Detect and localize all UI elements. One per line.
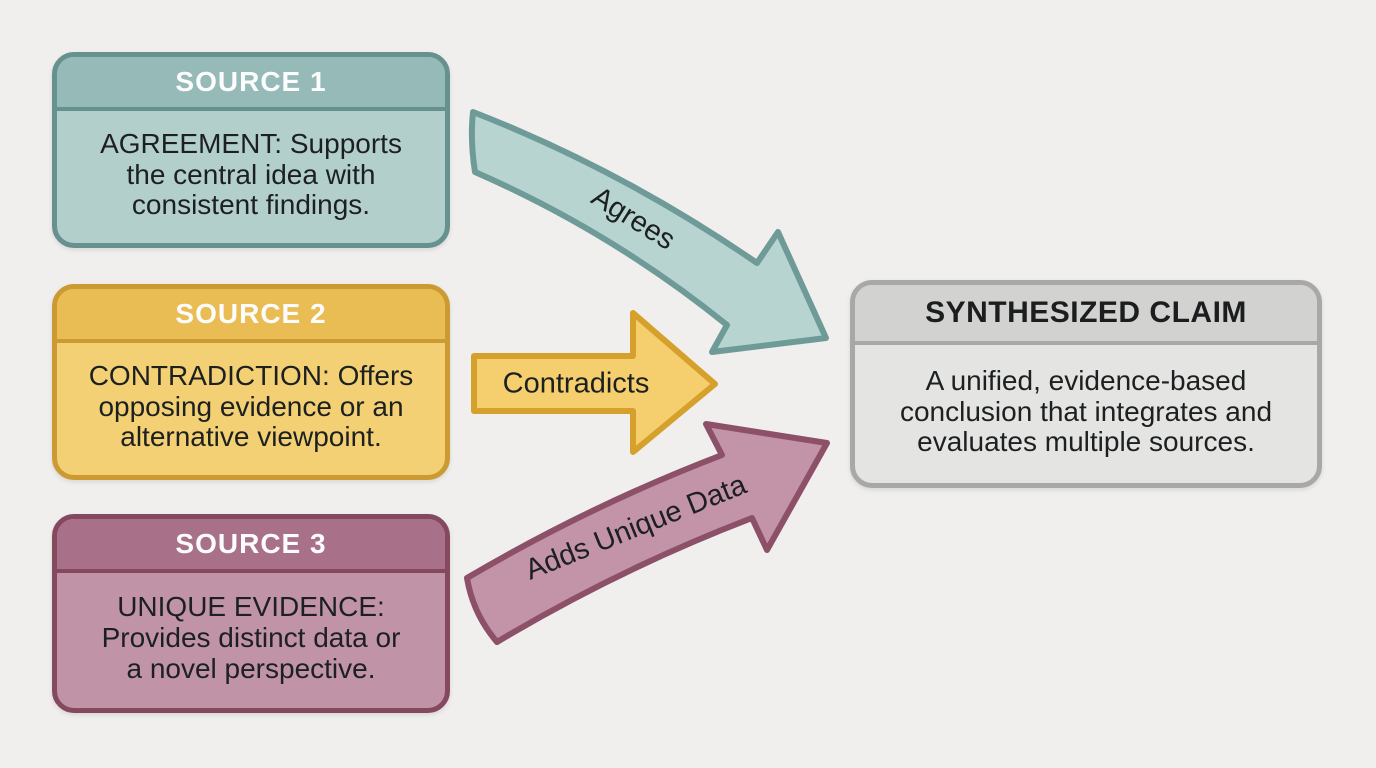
contradicts-arrow — [471, 310, 718, 455]
source-2-title: SOURCE 2 — [175, 298, 327, 329]
source-1-title: SOURCE 1 — [175, 66, 327, 97]
synthesized-claim-card: SYNTHESIZED CLAIM A unified, evidence-ba… — [850, 280, 1322, 488]
source-3-title: SOURCE 3 — [175, 528, 327, 559]
source-1-description: AGREEMENT: Supports the central idea wit… — [100, 127, 402, 221]
contradicts-arrow-label: Contradicts — [502, 367, 650, 400]
synthesized-claim-header: SYNTHESIZED CLAIM — [855, 285, 1317, 345]
source-2-card: SOURCE 2 CONTRADICTION: Offers opposing … — [52, 284, 450, 480]
source-2-header: SOURCE 2 — [57, 289, 445, 343]
source-3-header: SOURCE 3 — [57, 519, 445, 573]
source-1-card: SOURCE 1 AGREEMENT: Supports the central… — [52, 52, 450, 248]
agrees-arrow — [468, 109, 829, 355]
synthesized-claim-title: SYNTHESIZED CLAIM — [925, 296, 1247, 329]
source-2-description: CONTRADICTION: Offers opposing evidence … — [88, 359, 414, 453]
adds-unique-data-arrow — [464, 421, 830, 645]
synthesized-claim-description: A unified, evidence-based conclusion tha… — [899, 364, 1273, 458]
source-3-card: SOURCE 3 UNIQUE EVIDENCE: Provides disti… — [52, 514, 450, 713]
source-3-description: UNIQUE EVIDENCE: Provides distinct data … — [101, 591, 401, 684]
source-1-header: SOURCE 1 — [57, 57, 445, 111]
